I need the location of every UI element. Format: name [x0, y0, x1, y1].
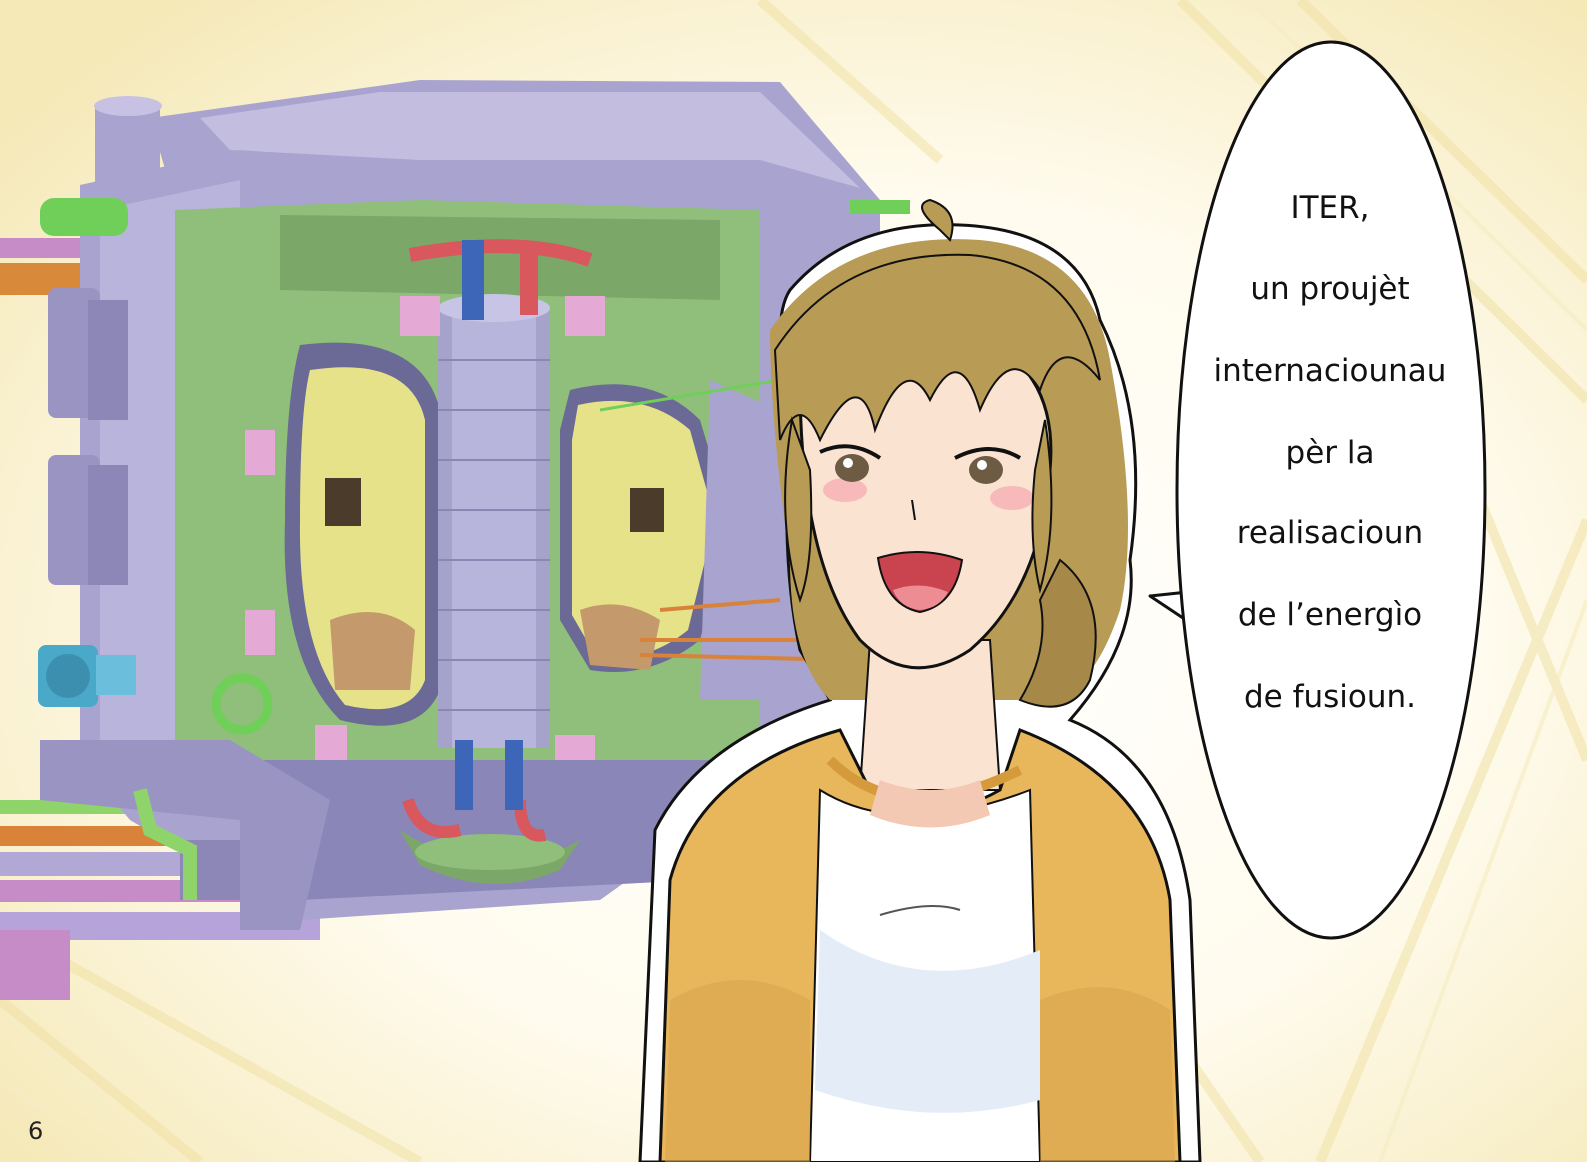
speech-bubble — [1148, 40, 1487, 940]
speech-line-2: un proujèt — [1250, 271, 1410, 307]
speech-line-1: ITER, — [1290, 190, 1370, 226]
speech-line-5: realisacioun — [1236, 515, 1424, 551]
speech-line-7: de fusioun. — [1243, 679, 1417, 715]
girl-character-illustration — [638, 198, 1202, 1162]
page-number: 6 — [28, 1117, 44, 1145]
speech-line-4: pèr la — [1285, 435, 1375, 471]
speech-line-6: de l’energìo — [1237, 597, 1423, 633]
speech-line-3: internaciounau — [1213, 353, 1447, 389]
